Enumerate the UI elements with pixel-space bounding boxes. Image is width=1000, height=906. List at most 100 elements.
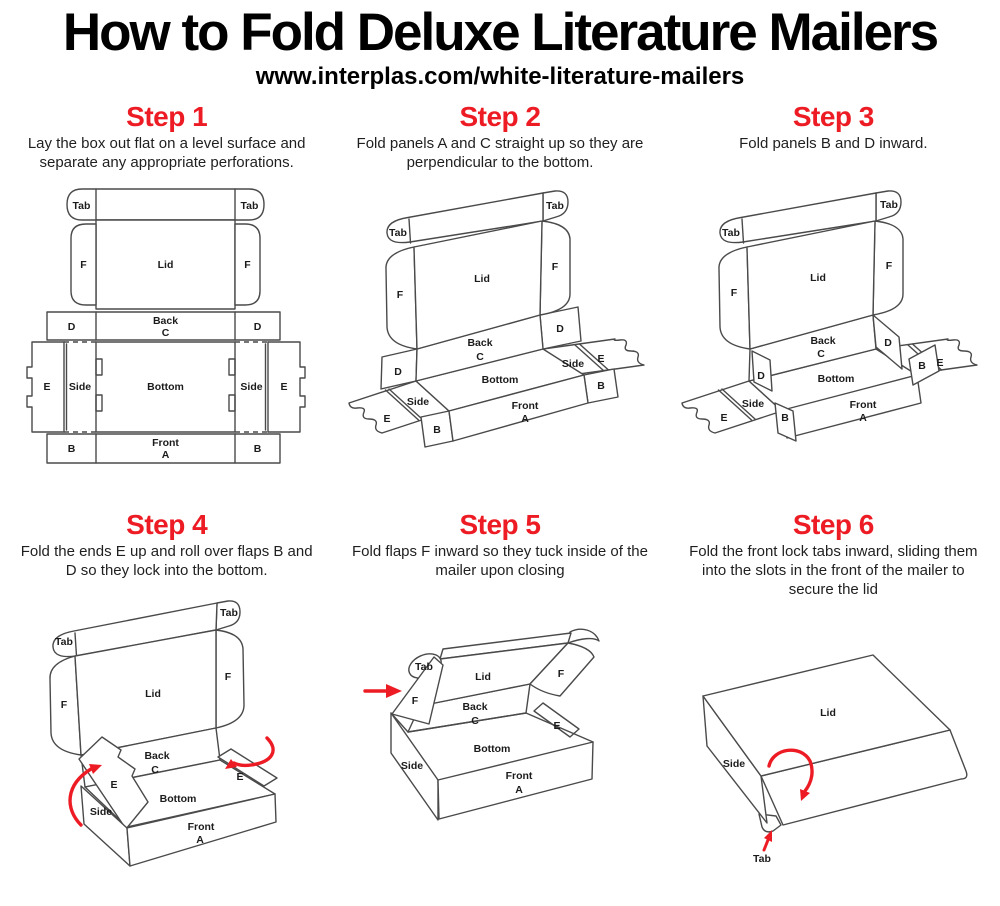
label-bottom: Bottom bbox=[474, 743, 511, 755]
label-back: Back bbox=[467, 337, 492, 349]
label-d: D bbox=[758, 370, 766, 382]
label-lid: Lid bbox=[810, 272, 826, 284]
label-tab: Tab bbox=[546, 200, 564, 212]
label-back: Back bbox=[811, 335, 836, 347]
step-4: Step 4 Fold the ends E up and roll over … bbox=[0, 501, 333, 887]
lip-and-tabs bbox=[386, 190, 569, 244]
label-back: Back bbox=[144, 750, 169, 762]
d-flaps bbox=[380, 306, 582, 390]
label-e: E bbox=[43, 381, 50, 393]
lid-panel bbox=[702, 654, 952, 777]
step-4-description: Fold the ends E up and roll over flaps B… bbox=[20, 543, 313, 579]
label-front: Front bbox=[512, 400, 539, 412]
label-f: F bbox=[244, 259, 251, 271]
label-b: B bbox=[782, 412, 790, 424]
label-c: C bbox=[471, 715, 479, 727]
label-b: B bbox=[919, 360, 927, 372]
label-tab: Tab bbox=[55, 636, 73, 648]
label-a: A bbox=[860, 412, 868, 424]
label-c: C bbox=[161, 327, 169, 339]
label-f: F bbox=[60, 699, 67, 711]
f-flaps bbox=[48, 629, 245, 756]
label-back: Back bbox=[462, 701, 487, 713]
label-d: D bbox=[556, 323, 564, 335]
step-5: Step 5 Fold flaps F inward so they tuck … bbox=[333, 501, 666, 887]
step-6-description: Fold the front lock tabs inward, sliding… bbox=[689, 543, 978, 598]
fold-arrow-left bbox=[67, 764, 102, 827]
f-flaps bbox=[385, 220, 571, 350]
label-side: Side bbox=[723, 758, 745, 770]
label-front: Front bbox=[152, 437, 179, 449]
label-b: B bbox=[67, 443, 75, 455]
label-a: A bbox=[161, 449, 169, 461]
label-e: E bbox=[937, 357, 944, 369]
label-e: E bbox=[553, 720, 560, 732]
fold-arrow bbox=[363, 684, 402, 698]
label-f: F bbox=[412, 695, 419, 707]
label-bottom: Bottom bbox=[818, 373, 855, 385]
step-2-description: Fold panels A and C straight up so they … bbox=[356, 135, 644, 171]
label-e: E bbox=[110, 779, 117, 791]
website-url: www.interplas.com/white-literature-maile… bbox=[255, 63, 745, 90]
lip-and-tabs bbox=[719, 190, 903, 244]
lid-and-f-flaps bbox=[69, 219, 261, 310]
label-side: Side bbox=[407, 396, 429, 408]
step-1: Step 1 Lay the box out flat on a level s… bbox=[0, 93, 333, 479]
step-5-diagram: Tab F F Lid Back C E Bottom Side Front A bbox=[363, 628, 600, 821]
label-lid: Lid bbox=[157, 259, 173, 271]
label-bottom: Bottom bbox=[482, 374, 519, 386]
front-row bbox=[45, 433, 281, 464]
d-flaps-folded bbox=[751, 314, 904, 392]
label-c: C bbox=[151, 764, 159, 776]
label-front: Front bbox=[506, 770, 533, 782]
back-row bbox=[45, 311, 281, 341]
step-6-diagram: Lid Side Tab bbox=[702, 654, 968, 865]
label-a: A bbox=[196, 834, 204, 846]
front-panel bbox=[125, 793, 277, 867]
step-4-diagram: Tab Tab F F Lid Back C E E Side Bottom F… bbox=[48, 600, 278, 867]
step-5-description: Fold flaps F inward so they tuck inside … bbox=[351, 543, 648, 579]
step-2-diagram: Tab Tab F F Lid Back C D D Side Side E E… bbox=[348, 190, 645, 448]
label-e: E bbox=[597, 353, 604, 365]
label-tab: Tab bbox=[220, 607, 238, 619]
label-e: E bbox=[280, 381, 287, 393]
e-flap-left bbox=[77, 736, 149, 830]
steps-grid: Step 1 Lay the box out flat on a level s… bbox=[0, 93, 1000, 887]
label-tab: Tab bbox=[72, 200, 90, 212]
lip-and-tabs bbox=[51, 600, 241, 658]
label-f: F bbox=[224, 671, 231, 683]
f-flap-right bbox=[529, 642, 595, 697]
label-f: F bbox=[731, 287, 738, 299]
b-flaps-folded bbox=[774, 344, 941, 442]
label-lid: Lid bbox=[820, 707, 836, 719]
label-b: B bbox=[597, 380, 605, 392]
label-bottom: Bottom bbox=[159, 793, 196, 805]
f-flaps bbox=[718, 220, 905, 350]
step-3-description: Fold panels B and D inward. bbox=[739, 135, 928, 152]
label-tab: Tab bbox=[389, 227, 407, 239]
e-flap-right bbox=[533, 702, 580, 738]
front-panel-and-b-flaps bbox=[420, 368, 619, 448]
label-a: A bbox=[521, 413, 529, 425]
lid-panel bbox=[413, 220, 543, 350]
e-flap-right bbox=[216, 748, 278, 787]
label-side: Side bbox=[90, 806, 112, 818]
page-title: How to Fold Deluxe Literature Mailers bbox=[62, 3, 939, 62]
close-arrow bbox=[767, 748, 815, 802]
label-d: D bbox=[885, 337, 893, 349]
label-lid: Lid bbox=[145, 688, 161, 700]
label-bottom: Bottom bbox=[147, 381, 184, 393]
label-front: Front bbox=[187, 821, 214, 833]
side-wall bbox=[390, 712, 439, 821]
lid-panel bbox=[746, 220, 877, 350]
label-e: E bbox=[383, 413, 390, 425]
step-6: Step 6 Fold the front lock tabs inward, … bbox=[667, 501, 1000, 887]
tab-pointer-arrow bbox=[762, 830, 773, 852]
label-side: Side bbox=[240, 381, 262, 393]
label-c: C bbox=[476, 351, 484, 363]
front-panel bbox=[437, 741, 594, 820]
label-f: F bbox=[558, 668, 565, 680]
step-2-title: Step 2 bbox=[459, 101, 541, 132]
infographic: How to Fold Deluxe Literature Mailers ww… bbox=[0, 2, 1000, 887]
label-d: D bbox=[67, 321, 75, 333]
